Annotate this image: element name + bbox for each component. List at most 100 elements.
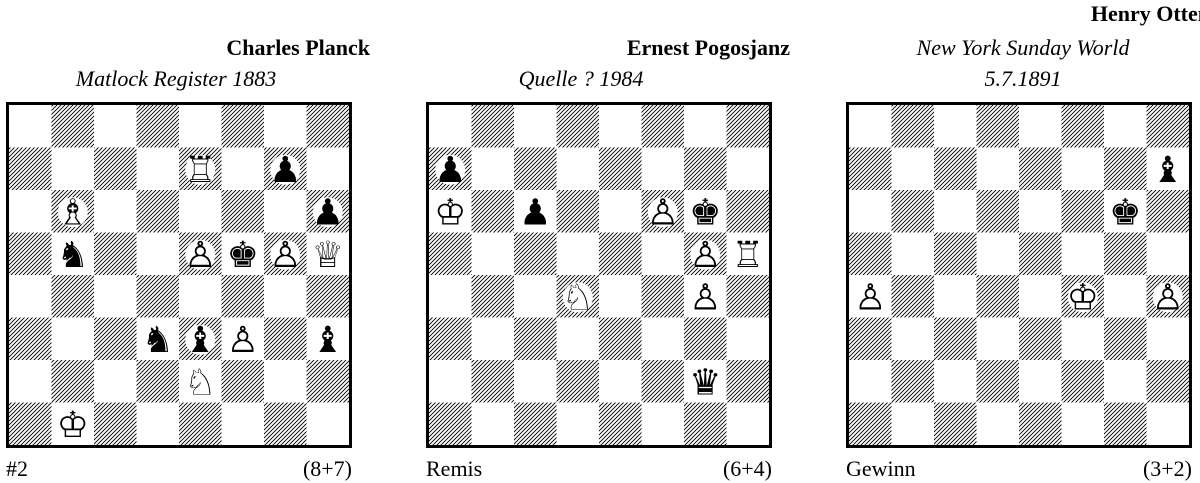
- dark-square: [684, 148, 727, 191]
- dark-square: [557, 190, 600, 233]
- dark-square: [1062, 360, 1105, 403]
- black-king-g6: ♚: [1109, 192, 1141, 233]
- dark-square: [1019, 403, 1062, 446]
- dark-square: [684, 318, 727, 361]
- dark-square: [429, 233, 472, 276]
- dark-square: [222, 105, 265, 148]
- dark-square: [222, 275, 265, 318]
- black-pawn-g7: ♟: [269, 150, 301, 191]
- dark-square: [9, 233, 52, 276]
- dark-square: [849, 233, 892, 276]
- source: Matlock Register 1883: [6, 66, 346, 92]
- black-pawn-a7: ♟: [434, 150, 466, 191]
- white-pawn-f3: ♙: [227, 320, 259, 361]
- white-pawn-a4: ♙: [854, 277, 886, 318]
- source: Quelle ? 1984: [426, 66, 736, 92]
- dark-square: [1104, 148, 1147, 191]
- dark-square: [1104, 403, 1147, 446]
- white-pawn-g5: ♙: [689, 235, 721, 276]
- dark-square: [514, 403, 557, 446]
- white-pawn-g4: ♙: [689, 277, 721, 318]
- piece-count: (3+2): [1143, 456, 1192, 482]
- dark-square: [307, 360, 350, 403]
- dark-square: [94, 148, 137, 191]
- source-line-1: New York Sunday World: [846, 35, 1200, 61]
- dark-square: [599, 403, 642, 446]
- dark-square: [52, 275, 95, 318]
- dark-square: [52, 360, 95, 403]
- white-knight-e2: ♘: [184, 362, 216, 403]
- dark-square: [977, 275, 1020, 318]
- white-queen-h5: ♕: [312, 235, 344, 276]
- black-king-f5: ♚: [227, 235, 259, 276]
- dark-square: [307, 105, 350, 148]
- author: Henry Otten: [1091, 1, 1200, 27]
- dark-square: [599, 148, 642, 191]
- dark-square: [264, 403, 307, 446]
- dark-square: [1062, 105, 1105, 148]
- black-queen-g2: ♛: [689, 362, 721, 403]
- dark-square: [429, 403, 472, 446]
- black-king-g6: ♚: [689, 192, 721, 233]
- dark-square: [1104, 318, 1147, 361]
- chess-board: ♖♟♗♟♞♙♚♙♕♞♝♙♝♘♔: [6, 102, 352, 448]
- white-rook-e7: ♖: [184, 150, 216, 191]
- black-knight-d3: ♞: [142, 320, 174, 361]
- dark-square: [557, 105, 600, 148]
- board-svg: ♖♟♗♟♞♙♚♙♕♞♝♙♝♘♔: [9, 105, 349, 445]
- dark-square: [514, 233, 557, 276]
- dark-square: [222, 360, 265, 403]
- dark-square: [977, 190, 1020, 233]
- dark-square: [94, 233, 137, 276]
- dark-square: [642, 275, 685, 318]
- board-svg: ♝♚♙♔♙: [849, 105, 1189, 445]
- dark-square: [849, 403, 892, 446]
- dark-square: [1147, 360, 1190, 403]
- dark-square: [1147, 190, 1190, 233]
- dark-square: [977, 105, 1020, 148]
- diagram-2: Ernest Pogosjanz Quelle ? 1984 ♟♔♟♙♚♙♖♘♙…: [426, 0, 790, 483]
- dark-square: [1019, 318, 1062, 361]
- stipulation: #2: [6, 456, 28, 482]
- chess-board: ♝♚♙♔♙: [846, 102, 1192, 448]
- dark-square: [307, 275, 350, 318]
- dark-square: [934, 233, 977, 276]
- dark-square: [137, 105, 180, 148]
- dark-square: [1104, 233, 1147, 276]
- dark-square: [642, 105, 685, 148]
- author: Ernest Pogosjanz: [627, 35, 790, 61]
- dark-square: [52, 105, 95, 148]
- source-line-2: 5.7.1891: [846, 66, 1200, 92]
- black-pawn-h6: ♟: [312, 192, 344, 233]
- dark-square: [892, 360, 935, 403]
- white-bishop-b6: ♗: [57, 192, 89, 233]
- dark-square: [684, 403, 727, 446]
- dark-square: [472, 360, 515, 403]
- dark-square: [1019, 233, 1062, 276]
- dark-square: [934, 318, 977, 361]
- board-svg: ♟♔♟♙♚♙♖♘♙♛: [429, 105, 769, 445]
- black-bishop-e3: ♝: [184, 320, 216, 361]
- piece-count: (8+7): [303, 456, 352, 482]
- dark-square: [892, 190, 935, 233]
- white-pawn-e5: ♙: [184, 235, 216, 276]
- dark-square: [514, 148, 557, 191]
- dark-square: [137, 275, 180, 318]
- dark-square: [9, 148, 52, 191]
- dark-square: [179, 403, 222, 446]
- black-bishop-h7: ♝: [1152, 150, 1184, 191]
- dark-square: [934, 403, 977, 446]
- dark-square: [1147, 105, 1190, 148]
- black-pawn-c6: ♟: [519, 192, 551, 233]
- dark-square: [892, 105, 935, 148]
- author: Charles Planck: [226, 35, 370, 61]
- dark-square: [514, 318, 557, 361]
- dark-square: [727, 190, 770, 233]
- dark-square: [264, 318, 307, 361]
- diagram-1: Charles Planck Matlock Register 1883 ♖ ♟ ♗…: [6, 0, 370, 483]
- dark-square: [222, 190, 265, 233]
- dark-square: [892, 275, 935, 318]
- dark-square: [599, 233, 642, 276]
- dark-square: [849, 318, 892, 361]
- dark-square: [977, 360, 1020, 403]
